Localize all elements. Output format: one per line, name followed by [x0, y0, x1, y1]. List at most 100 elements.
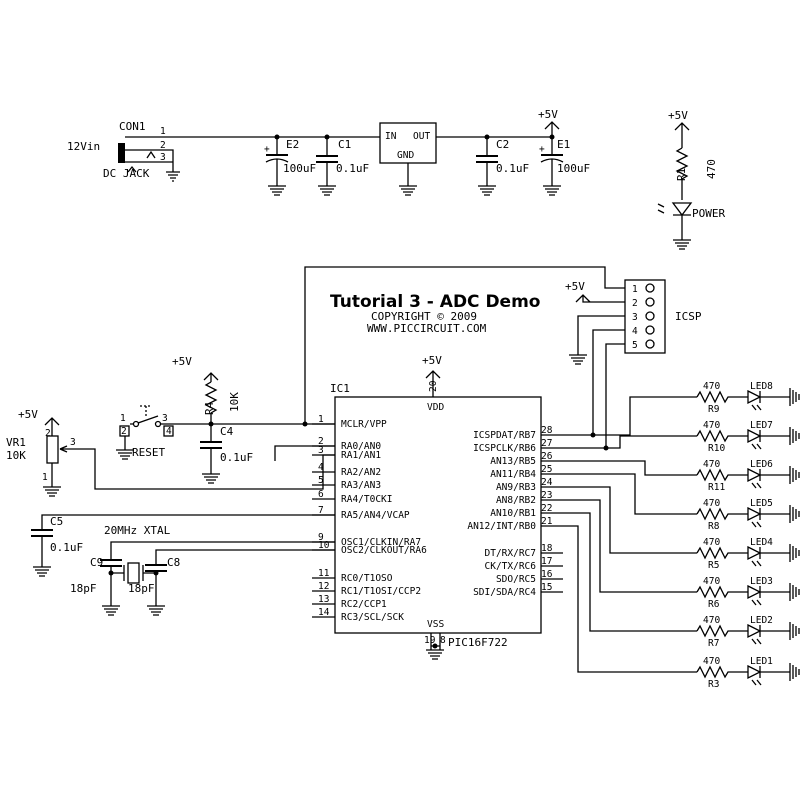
power-led-section: +5V R1 470 POWER	[657, 109, 725, 250]
power-supply-section: 12Vin CON1 1 2 3 DC JACK E2 100uF + C1 0…	[67, 108, 590, 196]
pin-number: 16	[541, 569, 553, 580]
mcu-pin-15: 15 SDI/SDA/RC4	[473, 582, 563, 598]
pin-number: 2	[318, 436, 324, 447]
xtal-label: 20MHz XTAL	[104, 524, 171, 537]
pin-number: 12	[318, 581, 329, 592]
crystal-oscillator: 20MHz XTAL C9 18pF C8 18pF	[70, 524, 335, 616]
pin-name: OSC2/CLKOUT/RA6	[341, 545, 427, 556]
reset-vcc: +5V	[172, 355, 192, 368]
svg-text:2: 2	[632, 298, 638, 309]
capacitor-c5: C5 0.1uF	[31, 514, 335, 577]
e1-label: E1	[557, 138, 570, 151]
svg-text:4: 4	[632, 326, 638, 337]
jack-pin-2: 2	[160, 140, 166, 151]
vdd-supply: +5V	[422, 354, 442, 367]
led-bank: 470R9LED8470R10LED7470R11LED6470R8LED547…	[563, 381, 800, 690]
resistor-label: R3	[708, 679, 719, 690]
c2-label: C2	[496, 138, 509, 151]
resistor-value: 470	[703, 656, 720, 667]
schematic-title: Tutorial 3 - ADC Demo	[330, 292, 540, 312]
c5-label: C5	[50, 515, 63, 528]
vr1-label: VR1	[6, 436, 26, 449]
pin-number: 4	[318, 462, 324, 473]
c5-value: 0.1uF	[50, 541, 83, 554]
resistor-value: 470	[703, 459, 720, 470]
website-text: WWW.PICCIRCUIT.COM	[367, 322, 487, 335]
pin-name: DT/RX/RC7	[485, 548, 536, 559]
led-label: LED8	[750, 381, 773, 392]
ic1-label: IC1	[330, 382, 350, 395]
pin-number: 28	[541, 425, 553, 436]
vss-label: VSS	[427, 619, 444, 630]
pin-name: ICSPCLK/RB6	[473, 443, 536, 454]
pin-name: RC2/CCP1	[341, 599, 387, 610]
resistor-label: R7	[708, 638, 719, 649]
svg-text:2: 2	[45, 428, 51, 439]
pot-vcc: +5V	[18, 408, 38, 421]
pin-number: 26	[541, 451, 553, 462]
svg-text:3: 3	[162, 413, 168, 424]
mcu-pin-17: 17 CK/TX/RC6	[485, 556, 563, 572]
pin-number: 1	[318, 414, 324, 425]
mcu-pin-28: 28 ICSPDAT/RB7	[473, 425, 563, 441]
resistor-label: R5	[708, 560, 719, 571]
pin-name: AN8/RB2	[496, 495, 536, 506]
svg-text:3: 3	[70, 437, 76, 448]
pin-number: 7	[318, 505, 324, 516]
resistor-label: R11	[708, 482, 725, 493]
part-number: PIC16F722	[448, 636, 508, 649]
resistor-label: R8	[708, 521, 720, 532]
mcu-pin-23: 23 AN8/RB2	[496, 490, 563, 506]
pin-number: 23	[541, 490, 552, 501]
icsp-vcc: +5V	[565, 280, 585, 293]
pin-name: SDI/SDA/RC4	[473, 587, 536, 598]
mcu-pin-7: 7 RA5/AN4/VCAP	[312, 505, 410, 521]
pin-name: ICSPDAT/RB7	[473, 430, 536, 441]
jack-pin-1: 1	[160, 126, 166, 137]
pin-name: RA2/AN2	[341, 467, 381, 478]
dc-jack-symbol	[118, 143, 125, 163]
svg-text:5: 5	[632, 340, 638, 351]
copyright-text: COPYRIGHT © 2009	[371, 310, 477, 323]
vdd-label: VDD	[427, 402, 444, 413]
jack-pin-3: 3	[160, 152, 166, 163]
r4-label: R4	[203, 401, 216, 415]
c1-value: 0.1uF	[336, 162, 369, 175]
icsp-header: 1 2 3 4 5 ICSP +5V	[304, 266, 702, 448]
svg-text:+: +	[539, 144, 545, 155]
e2-label: E2	[286, 138, 299, 151]
pin-number: 6	[318, 489, 324, 500]
resistor-value: 470	[703, 420, 720, 431]
r1-value: 470	[705, 159, 718, 179]
pin-name: SDO/RC5	[496, 574, 536, 585]
pin-number: 15	[541, 582, 552, 593]
pin-number: 24	[541, 477, 553, 488]
reg-gnd-label: GND	[397, 150, 414, 161]
icsp-label: ICSP	[675, 310, 702, 323]
reg-in-label: IN	[385, 131, 397, 142]
r1-label: R1	[675, 168, 688, 181]
pin-name: CK/TX/RC6	[485, 561, 537, 572]
pin-name: RA5/AN4/VCAP	[341, 510, 410, 521]
r4-value: 10K	[228, 392, 241, 412]
svg-text:1: 1	[632, 284, 638, 295]
pin-number: 17	[541, 556, 552, 567]
pin-number: 5	[318, 475, 324, 486]
c4-label: C4	[220, 425, 234, 438]
c8-label: C8	[167, 556, 180, 569]
resistor-label: R6	[708, 599, 720, 610]
